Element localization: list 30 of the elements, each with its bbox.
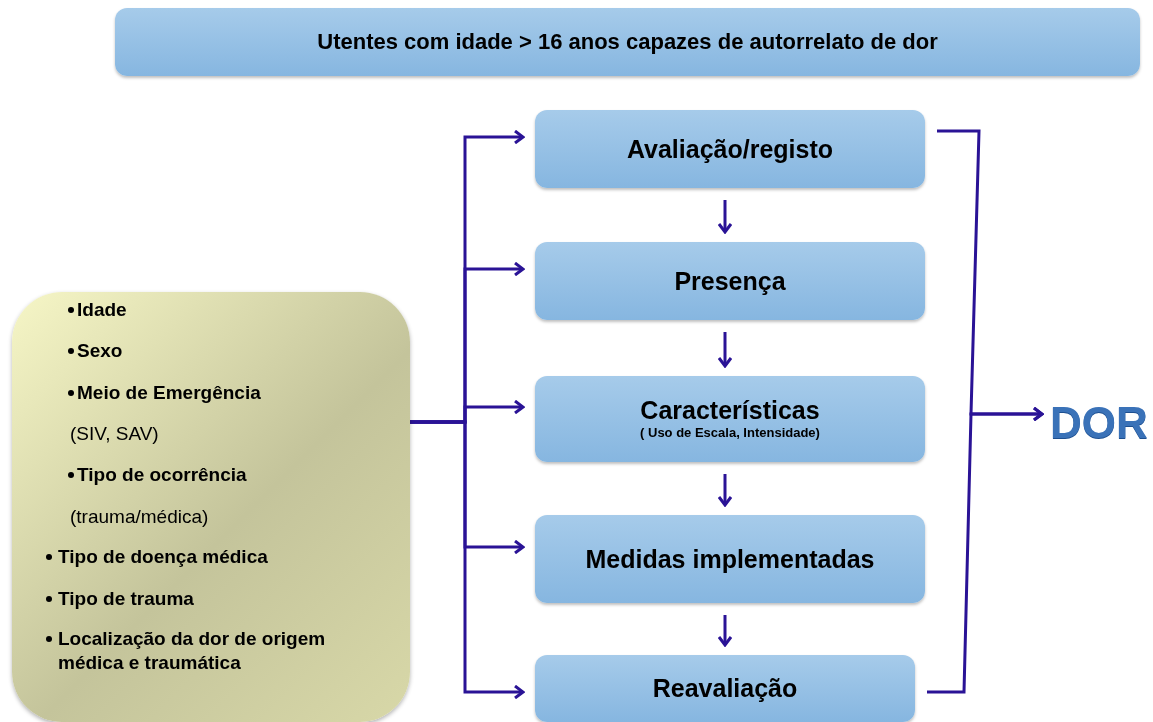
box-label: Características	[640, 396, 820, 425]
box-label: Reavaliação	[652, 674, 798, 703]
outcome-text: DOR	[1050, 398, 1148, 448]
arrow	[410, 420, 525, 700]
box-label: Presença	[674, 266, 786, 296]
box-label: Medidas implementadas	[585, 544, 875, 574]
box-sublabel: ( Uso de Escala, Intensidade)	[640, 424, 820, 442]
arrow	[927, 406, 1044, 694]
arrow	[717, 200, 733, 234]
list-item: Sexo	[77, 339, 123, 363]
box-label: Utentes com idade > 16 anos capazes de autorrelato de dor	[317, 29, 938, 55]
factor-list-box	[12, 292, 410, 722]
list-item: Tipo de trauma	[58, 587, 194, 611]
list-item: Meio de Emergência	[77, 381, 261, 405]
process-box	[535, 110, 925, 188]
list-item: Idade	[77, 298, 127, 322]
list-item: Tipo de doença médica	[58, 545, 268, 569]
list-item-note: (trauma/médica)	[70, 505, 209, 529]
list-item-note: (SIV, SAV)	[70, 422, 159, 446]
list-item: Tipo de ocorrência	[77, 463, 247, 487]
process-box	[535, 515, 925, 603]
list-item: Localização da dor de origem médica e traumática	[58, 627, 327, 675]
process-box	[535, 242, 925, 320]
arrow	[717, 474, 733, 507]
process-box	[535, 376, 925, 462]
box-label: Avaliação/registo	[626, 134, 834, 164]
arrow	[717, 615, 733, 647]
arrow	[717, 332, 733, 368]
process-box	[535, 655, 915, 722]
process-box	[115, 8, 1140, 76]
